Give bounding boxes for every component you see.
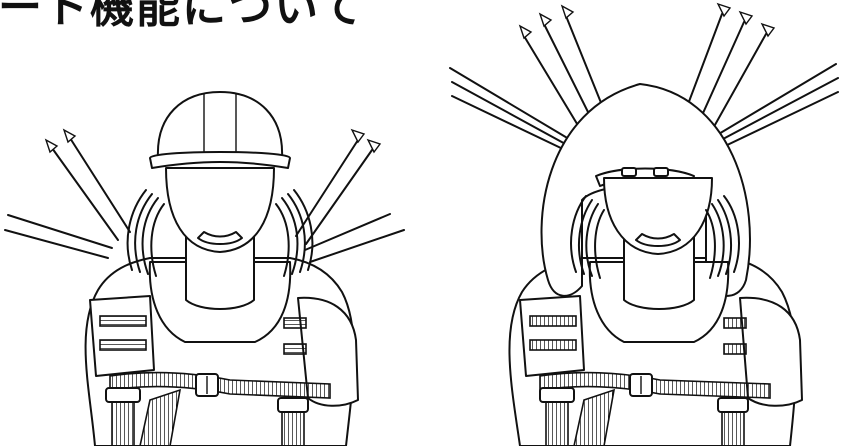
hood-worker-figure <box>450 4 838 446</box>
airflow-lines-left <box>5 130 130 258</box>
helmet-worker-figure <box>5 92 404 446</box>
